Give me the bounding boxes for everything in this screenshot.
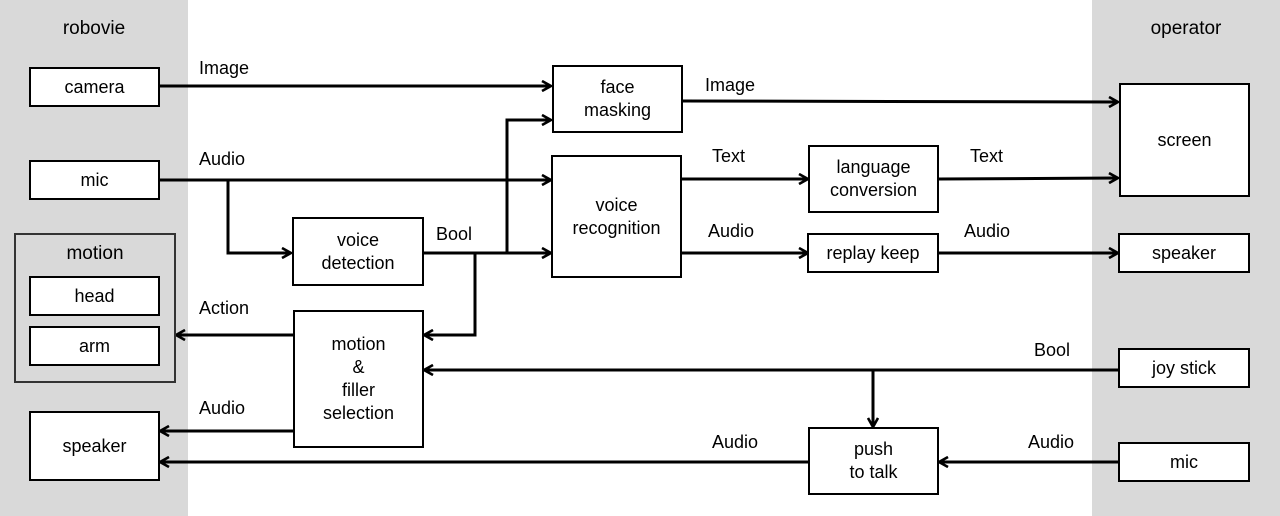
voice-recognition-box: voice recognition [551,155,682,278]
face-masking-box: face masking [552,65,683,133]
label-recog-audio: Audio [708,221,755,241]
edge-detect-motion [424,253,477,335]
label-recog-text: Text [712,146,746,166]
robovie-speaker-box: speaker [29,411,160,481]
robovie-title: robovie [62,18,126,39]
edge-detect-facemask [505,120,551,253]
replay-keep-box: replay keep [807,233,939,273]
edge-lang-screen [938,178,1118,179]
label-lang-text: Text [970,146,1004,166]
motion-filler-box: motion & filler selection [293,310,424,448]
head-box: head [29,276,160,316]
language-conversion-box: language conversion [808,145,939,213]
screen-box: screen [1119,83,1250,197]
camera-box: camera [29,67,160,107]
operator-speaker-box: speaker [1118,233,1250,273]
arm-box: arm [29,326,160,366]
label-replay-audio: Audio [964,221,1011,241]
label-opmic-audio: Audio [1028,432,1075,452]
edge-mic-detect [226,180,291,253]
joystick-box: joy stick [1118,348,1250,388]
mic-box: mic [29,160,160,200]
label-camera-image: Image [199,58,250,78]
motion-group-title: motion [66,243,124,264]
label-detect-bool: Bool [436,224,473,244]
operator-title: operator [1150,18,1222,39]
label-face-image: Image [705,75,756,95]
label-ptt-audio: Audio [712,432,759,452]
voice-detection-box: voice detection [292,217,424,286]
label-mic-audio: Audio [199,149,246,169]
label-joystick-bool: Bool [1034,340,1071,360]
operator-mic-box: mic [1118,442,1250,482]
motion-group [14,233,176,383]
push-to-talk-box: push to talk [808,427,939,495]
label-action: Action [199,298,250,318]
label-motion-audio: Audio [199,398,246,418]
edge-facemask-screen [681,101,1118,102]
